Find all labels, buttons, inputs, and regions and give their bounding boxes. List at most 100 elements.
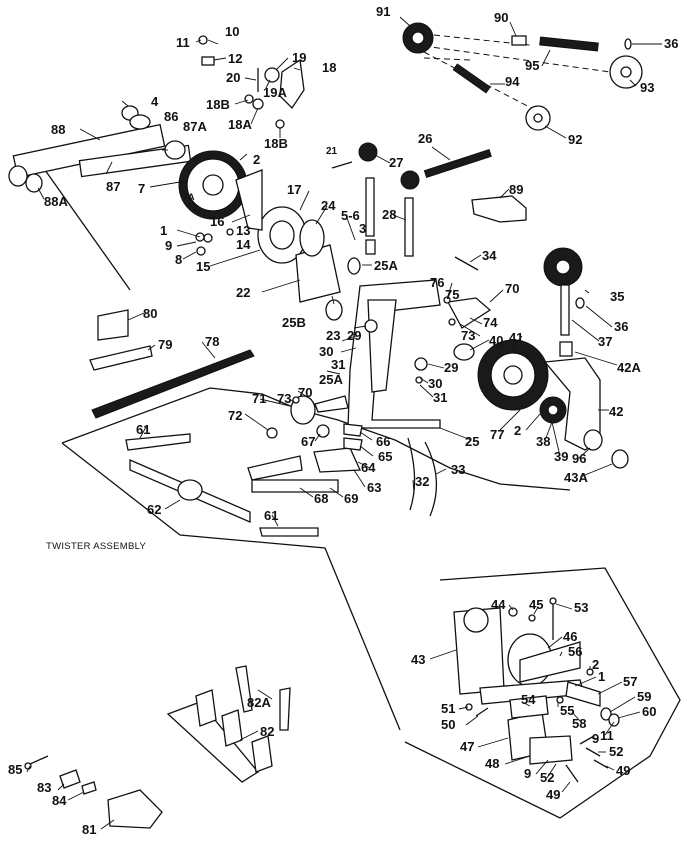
block-80 [97, 309, 129, 341]
sleeve-83 [59, 769, 81, 789]
bracket-89 [471, 195, 527, 223]
twister-region-top-boundary [61, 387, 571, 491]
callout-70-right: 70 [505, 281, 519, 296]
callout-43a: 43A [564, 470, 588, 485]
pin-73-left [292, 396, 300, 404]
washer-86 [129, 114, 151, 130]
bolt-53-head [549, 597, 557, 605]
callout-46: 46 [563, 629, 577, 644]
bracket-18 [279, 58, 305, 110]
callout-4: 4 [151, 94, 159, 109]
callout-30-right: 30 [428, 376, 442, 391]
spring-50 [475, 707, 489, 717]
callout-34: 34 [482, 248, 497, 263]
rod-33 [424, 441, 438, 517]
callout-62: 62 [147, 502, 161, 517]
callout-54: 54 [521, 692, 536, 707]
callout-13: 13 [236, 223, 250, 238]
leader-lines [26, 16, 662, 830]
callout-53: 53 [574, 600, 588, 615]
callout-96-visible: 96 [572, 451, 586, 466]
needle-parts-group [89, 309, 255, 419]
knotter-drive-group [8, 35, 305, 220]
callout-19: 19 [292, 50, 306, 65]
callout-86: 86 [164, 109, 178, 124]
callout-labels: 10 11 12 19 18 20 19A 18B 18A 18B 4 86 8… [8, 4, 678, 837]
frame-leg [367, 299, 397, 393]
callout-78: 78 [205, 334, 219, 349]
callout-84: 84 [52, 793, 67, 808]
callout-68: 68 [314, 491, 328, 506]
spring-21 [331, 161, 353, 169]
housing-disc-17-inner [269, 220, 295, 250]
upper-region-boundary [44, 169, 131, 291]
chain-path-line [423, 33, 531, 46]
callout-61-top: 61 [136, 422, 150, 437]
callout-31-left: 31 [331, 357, 345, 372]
sprocket-91-hub [411, 31, 425, 45]
callout-55: 55 [560, 703, 574, 718]
knotter-housing-group [195, 161, 361, 321]
callout-49-right: 49 [616, 763, 630, 778]
callout-12: 12 [228, 51, 242, 66]
callout-18a: 18A [228, 117, 252, 132]
lower-assembly-boundary [404, 567, 681, 819]
callout-21: 21 [326, 146, 338, 157]
callout-89: 89 [509, 182, 523, 197]
callout-79: 79 [158, 337, 172, 352]
callout-71: 71 [252, 391, 266, 406]
callout-24: 24 [321, 198, 336, 213]
block-54 [509, 695, 549, 719]
callout-36-mid: 36 [614, 319, 628, 334]
bushing-43a [611, 449, 629, 469]
bar-68-top [247, 455, 303, 481]
callout-52-right: 52 [609, 744, 623, 759]
sprocket-27-top [358, 142, 378, 162]
roller-25b [325, 299, 343, 321]
callout-22: 22 [236, 285, 250, 300]
plate-48 [529, 735, 573, 765]
callout-65: 65 [378, 449, 392, 464]
callout-20: 20 [226, 70, 240, 85]
clip-66 [343, 423, 363, 437]
callout-18: 18 [322, 60, 336, 75]
callout-61-bottom: 61 [264, 508, 278, 523]
collar-29-left [364, 319, 378, 333]
bracket-56 [519, 641, 581, 683]
callout-25a-mid: 25A [319, 372, 343, 387]
bushing-88a [25, 173, 43, 193]
callout-63: 63 [367, 480, 381, 495]
roller-24 [299, 219, 325, 257]
bar-68 [251, 479, 339, 493]
blade-82a-left [235, 665, 253, 713]
callout-45: 45 [529, 597, 543, 612]
callout-18b-lower: 18B [264, 136, 288, 151]
twister-hub-62 [177, 479, 203, 501]
callout-70-left: 70 [298, 385, 312, 400]
callout-67: 67 [301, 434, 315, 449]
callout-33: 33 [451, 462, 465, 477]
callout-88: 88 [51, 122, 65, 137]
pin-36-mid [575, 297, 585, 309]
callout-73-left: 73 [277, 391, 291, 406]
bolt-31-right [415, 376, 423, 384]
sprocket-92 [525, 105, 551, 131]
sprocket-35-hub [555, 259, 571, 275]
needle-frame-group [166, 665, 291, 783]
callout-82a: 82A [247, 695, 271, 710]
callout-72: 72 [228, 408, 242, 423]
callout-93: 93 [640, 80, 654, 95]
callout-60: 60 [642, 704, 656, 719]
sprocket-92-hub [533, 113, 543, 123]
rod-32 [407, 437, 416, 511]
callout-95: 95 [525, 58, 539, 73]
callout-32: 32 [415, 474, 429, 489]
washer-75 [443, 296, 451, 304]
roller-57 [565, 681, 601, 707]
lower-knotter-assembly [453, 597, 620, 783]
callout-19a: 19A [263, 85, 287, 100]
callout-85: 85 [8, 762, 22, 777]
callout-25: 25 [465, 434, 479, 449]
callout-8: 8 [175, 252, 182, 267]
